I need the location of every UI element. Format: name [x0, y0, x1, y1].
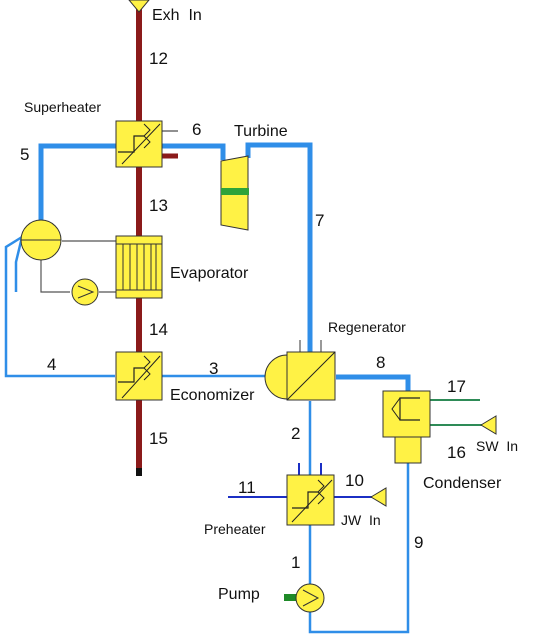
line-5: [38, 143, 116, 222]
stream-number-16: 16: [447, 443, 466, 462]
regenerator: [264, 340, 336, 401]
seawater-inlet-marker: [480, 415, 497, 435]
label-evaporator: Evaporator: [170, 265, 249, 282]
stream-number-3: 3: [209, 359, 218, 378]
superheater: [115, 120, 178, 168]
circulation-pump: [71, 278, 99, 306]
feed-pump: [284, 583, 325, 613]
label-turbine: Turbine: [234, 123, 288, 140]
economizer: [115, 351, 163, 401]
turbine: [220, 155, 249, 231]
condenser: [382, 390, 431, 464]
stream-number-12: 12: [149, 49, 168, 68]
line-9: [308, 462, 410, 634]
line-4: [4, 235, 115, 378]
line-7: [245, 142, 313, 352]
label-jacket-water-inlet: JW In: [341, 512, 381, 528]
stream-number-4: 4: [47, 355, 56, 374]
label-regenerator: Regenerator: [328, 319, 406, 335]
working-fluid-thin-lines: [4, 235, 410, 634]
stream-number-15: 15: [149, 429, 168, 448]
jacket-water-lines: [228, 463, 372, 498]
separator-drain: [14, 236, 24, 292]
stream-number-9: 9: [414, 533, 423, 552]
evaporator-recirculation-loop: [40, 240, 116, 293]
label-condenser: Condenser: [423, 475, 502, 492]
turbine-shaft-band: [221, 188, 249, 195]
preheater: [286, 474, 335, 526]
label-pump: Pump: [218, 586, 260, 603]
stream-number-6: 6: [192, 120, 201, 139]
line-8: [336, 374, 411, 392]
evaporator: [115, 235, 163, 299]
exhaust-inlet-marker: [128, 0, 150, 13]
stream-number-14: 14: [149, 320, 168, 339]
working-fluid-lines: [38, 142, 411, 392]
stream-number-11: 11: [238, 478, 256, 497]
label-exhaust-inlet: Exh In: [152, 7, 202, 24]
jacket-water-inlet-marker: [370, 487, 387, 507]
stream-number-8: 8: [376, 353, 385, 372]
stream-number-13: 13: [149, 196, 168, 215]
pump-motor-stub: [284, 594, 298, 601]
stream-number-10: 10: [345, 471, 364, 490]
stream-number-7: 7: [315, 211, 324, 230]
label-preheater: Preheater: [204, 521, 266, 537]
stream-number-17: 17: [447, 377, 466, 396]
separator-drum: [20, 219, 62, 261]
stream-number-2: 2: [291, 424, 300, 443]
label-seawater-inlet: SW In: [476, 438, 518, 454]
exhaust-duct-end: [136, 468, 142, 476]
line-6: [162, 143, 226, 160]
stream-number-1: 1: [291, 553, 300, 572]
label-economizer: Economizer: [170, 387, 255, 404]
label-superheater: Superheater: [24, 99, 101, 115]
stream-number-5: 5: [20, 145, 29, 164]
seawater-lines: [430, 399, 482, 426]
